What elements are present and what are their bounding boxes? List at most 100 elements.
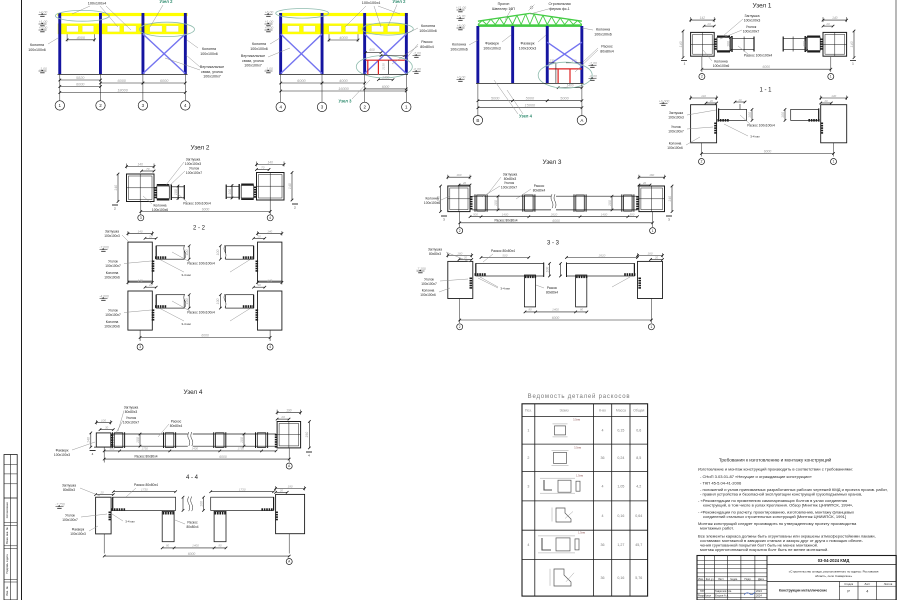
svg-text:36: 36 <box>601 576 605 580</box>
svg-text:600: 600 <box>369 48 375 52</box>
svg-text:1: 1 <box>405 105 408 110</box>
svg-text:15000: 15000 <box>525 104 536 108</box>
svg-text:+5.00: +5.00 <box>457 24 466 28</box>
svg-text:160: 160 <box>647 252 652 256</box>
svg-text:1,27: 1,27 <box>617 543 624 547</box>
svg-text:6000: 6000 <box>552 316 560 320</box>
svg-text:5000: 5000 <box>526 97 535 101</box>
svg-text:Колонна: Колонна <box>426 197 439 201</box>
svg-text:5820: 5820 <box>76 76 85 80</box>
svg-text:6000: 6000 <box>219 455 227 459</box>
svg-text:3: 3 <box>527 485 529 489</box>
svg-text:Узел 3: Узел 3 <box>339 98 353 103</box>
svg-text:Уголок: Уголок <box>671 125 681 129</box>
svg-text:Стадия: Стадия <box>844 582 853 586</box>
svg-text:100х100х7: 100х100х7 <box>421 282 437 286</box>
svg-text:140: 140 <box>268 161 274 165</box>
svg-text:3: 3 <box>321 105 324 110</box>
svg-text:20: 20 <box>737 98 742 102</box>
svg-text:4: 4 <box>92 452 94 456</box>
svg-text:160: 160 <box>649 173 654 177</box>
svg-text:0,16: 0,16 <box>617 514 624 518</box>
svg-text:-2.00: -2.00 <box>413 51 421 55</box>
svg-text:Подпись и дата: Подпись и дата <box>5 554 9 574</box>
svg-text:К-во: К-во <box>599 409 606 413</box>
svg-text:1400: 1400 <box>502 213 509 217</box>
svg-text:1730: 1730 <box>141 447 148 451</box>
svg-text:ГИП: ГИП <box>700 589 705 593</box>
svg-text:6000: 6000 <box>763 65 771 69</box>
svg-text:20: 20 <box>257 283 262 287</box>
svg-text:Поз.: Поз. <box>525 409 532 413</box>
svg-text:2 - 2: 2 - 2 <box>193 226 206 232</box>
svg-text:5000: 5000 <box>560 97 569 101</box>
svg-text:Дата: Дата <box>758 577 764 581</box>
svg-text:Масса: Масса <box>616 409 626 413</box>
svg-text:20: 20 <box>148 234 153 238</box>
svg-text:100х100х7: 100х100х7 <box>105 313 121 317</box>
svg-text:1: 1 <box>652 229 654 233</box>
svg-text:+4.00: +4.00 <box>39 10 48 14</box>
svg-text:100х100х3: 100х100х3 <box>70 532 86 536</box>
svg-text:-7.750: -7.750 <box>55 502 65 506</box>
svg-text:Узел 4: Узел 4 <box>519 114 533 119</box>
svg-text:2: 2 <box>99 103 102 108</box>
svg-text:Общая: Общая <box>633 409 644 413</box>
svg-text:3-4 кат: 3-4 кат <box>125 520 135 524</box>
svg-text:140: 140 <box>267 279 272 283</box>
svg-text:2: 2 <box>701 75 703 79</box>
svg-text:Эскиз: Эскиз <box>560 409 570 413</box>
svg-text:2: 2 <box>363 105 366 110</box>
svg-text:Раскос 100х100х4: Раскос 100х100х4 <box>747 124 775 128</box>
svg-text:100х100х6: 100х100х6 <box>152 208 168 212</box>
svg-text:100х100х6: 100х100х6 <box>424 201 440 205</box>
svg-text:монтаж крупнотоннажной покрыти: монтаж крупнотоннажной покрытия болт быт… <box>700 547 828 552</box>
svg-text:2: 2 <box>114 207 116 211</box>
svg-text:составами: монтажной в заводск: составами: монтажной в заводских станках… <box>700 538 864 543</box>
svg-text:Заглушка: Заглушка <box>62 484 76 488</box>
svg-text:Узел 3: Узел 3 <box>543 159 562 166</box>
svg-text:100: 100 <box>185 250 189 256</box>
svg-text:6000: 6000 <box>201 334 209 338</box>
svg-text:6000: 6000 <box>382 85 390 89</box>
svg-text:3 - 3: 3 - 3 <box>547 241 560 247</box>
svg-text:100х100х3: 100х100х3 <box>744 19 761 23</box>
svg-text:Колонна: Колонна <box>106 271 119 275</box>
svg-text:8,5: 8,5 <box>636 456 641 460</box>
svg-text:100х100х6: 100х100х6 <box>420 293 436 297</box>
svg-text:2620: 2620 <box>550 213 558 217</box>
svg-text:100: 100 <box>802 41 806 47</box>
svg-text:70: 70 <box>261 166 265 170</box>
svg-text:6000: 6000 <box>552 219 560 223</box>
svg-text:100х100х7: 100х100х7 <box>743 30 760 34</box>
svg-text:+0.00: +0.00 <box>39 26 48 30</box>
svg-text:область, село Самарское»: область, село Самарское» <box>815 574 853 578</box>
svg-text:2150: 2150 <box>382 63 386 71</box>
svg-text:80: 80 <box>218 544 222 548</box>
svg-text:6000: 6000 <box>160 79 169 83</box>
svg-text:1,5мм: 1,5мм <box>578 531 585 535</box>
svg-text:Гаврилов А.Е.: Гаврилов А.Е. <box>715 589 732 593</box>
svg-text:140: 140 <box>288 183 292 189</box>
svg-text:1730: 1730 <box>239 488 246 492</box>
svg-text:6000: 6000 <box>202 208 210 212</box>
svg-text:0,16: 0,16 <box>617 576 624 580</box>
svg-text:16000: 16000 <box>338 87 349 91</box>
svg-text:140: 140 <box>138 279 143 283</box>
svg-text:100: 100 <box>101 419 106 423</box>
svg-text:Согласовано: Согласовано <box>5 502 9 519</box>
svg-text:100х100х6: 100х100х6 <box>250 47 268 51</box>
svg-text:Колонна: Колонна <box>202 47 216 51</box>
svg-text:6000: 6000 <box>117 79 126 83</box>
svg-text:2: 2 <box>294 206 296 210</box>
svg-text:140: 140 <box>267 230 272 234</box>
svg-text:Заглушка: Заглушка <box>105 230 119 234</box>
svg-text:Егоров А.А.: Егоров А.А. <box>715 593 729 597</box>
svg-text:- положений и узлов принимаемы: - положений и узлов принимаемых разработ… <box>700 487 888 492</box>
svg-text:1: 1 <box>830 75 832 79</box>
svg-text:190: 190 <box>286 409 292 413</box>
svg-text:2: 2 <box>459 229 461 233</box>
svg-text:100х100х7: 100х100х7 <box>186 171 202 175</box>
svg-text:+5.70: +5.70 <box>457 14 466 18</box>
svg-text:монтажных работ.: монтажных работ. <box>700 526 734 531</box>
